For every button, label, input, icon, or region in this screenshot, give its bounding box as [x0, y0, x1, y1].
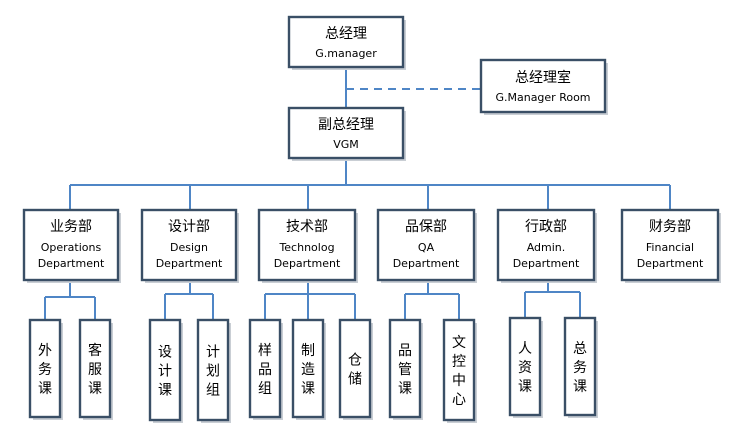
sub-unit-label: 总务课	[573, 341, 587, 395]
department-technology: 技术部 Technolog Department	[257, 208, 358, 283]
department-title-en-1: Technolog	[278, 241, 334, 254]
sub-unit-box: 仓储	[338, 318, 373, 420]
sub-unit-label: 制造课	[301, 343, 315, 397]
department-qa: 品保部 QA Department	[376, 208, 477, 283]
department-title-zh: 技术部	[286, 219, 328, 235]
connector-lines	[44, 67, 671, 320]
department-title-en-1: Admin.	[527, 241, 566, 254]
department-financial: 财务部 Financial Department	[620, 208, 721, 283]
general-manager-title-zh: 总经理	[325, 26, 367, 42]
department-title-en-2: Department	[38, 257, 105, 270]
sub-unit-label: 文控中心	[452, 335, 466, 408]
sub-unit-box: 人资课	[508, 316, 543, 418]
sub-unit-box: 外务课	[28, 318, 63, 420]
sub-unit-label: 计划组	[206, 345, 220, 399]
department-title-en-2: Department	[156, 257, 223, 270]
department-title-en-2: Department	[393, 257, 460, 270]
sub-unit-label: 客服课	[88, 342, 102, 397]
department-title-en-1: Design	[170, 241, 208, 254]
department-title-zh: 行政部	[525, 219, 567, 235]
general-manager-box: 总经理 G.manager	[287, 15, 406, 70]
sub-unit-box: 计划组	[196, 318, 231, 423]
department-operations: 业务部 Operations Department	[22, 208, 121, 283]
sub-unit-label: 仓储	[348, 353, 362, 388]
department-title-zh: 业务部	[50, 219, 92, 235]
sub-unit-label: 外务课	[38, 343, 52, 397]
sub-unit-box: 制造课	[291, 318, 326, 420]
sub-unit-box: 总务课	[563, 316, 598, 418]
gm-office-title-zh: 总经理室	[515, 69, 571, 86]
sub-unit-label: 品管课	[398, 343, 412, 397]
sub-unit-box: 样品组	[248, 318, 283, 420]
general-manager-title-en: G.manager	[315, 47, 377, 60]
department-title-zh: 财务部	[649, 219, 691, 235]
vice-manager-title-en: VGM	[333, 138, 359, 151]
gm-office-title-en: G.Manager Room	[495, 91, 590, 104]
sub-unit-label: 人资课	[518, 341, 532, 395]
sub-unit-label: 设计课	[158, 345, 172, 399]
department-title-en-2: Department	[513, 257, 580, 270]
department-admin: 行政部 Admin. Department	[496, 208, 597, 283]
sub-unit-box: 客服课	[78, 318, 113, 420]
gm-office-box: 总经理室 G.Manager Room	[479, 58, 608, 115]
department-title-zh: 品保部	[405, 219, 447, 235]
sub-units: 外务课 客服课 设计课 计划组 样品组 制造课	[28, 316, 598, 423]
vice-manager-box: 副总经理 VGM	[287, 106, 406, 161]
department-design: 设计部 Design Department	[140, 208, 239, 283]
department-title-en-1: Financial	[646, 241, 694, 254]
department-title-en-1: QA	[418, 241, 435, 254]
sub-unit-box: 设计课	[148, 318, 183, 423]
sub-unit-label: 样品组	[258, 343, 272, 397]
department-title-en-2: Department	[637, 257, 704, 270]
department-title-en-1: Operations	[41, 241, 102, 254]
department-title-zh: 设计部	[168, 219, 210, 235]
sub-unit-box: 品管课	[388, 318, 423, 420]
sub-unit-box: 文控中心	[442, 318, 477, 423]
department-title-en-2: Department	[274, 257, 341, 270]
vice-manager-title-zh: 副总经理	[318, 117, 374, 133]
